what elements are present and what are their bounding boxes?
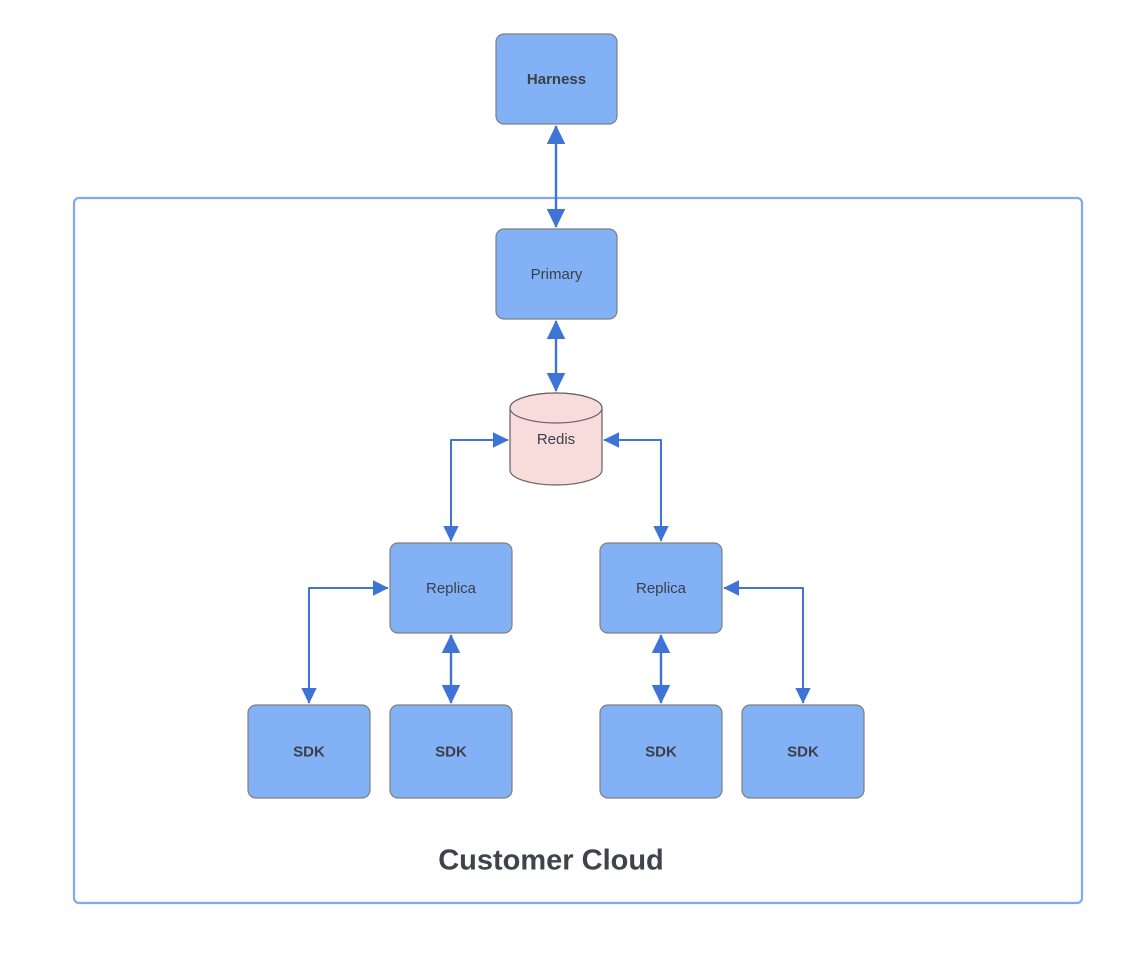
- sdk-3-label: SDK: [645, 743, 677, 760]
- node-sdk-1[interactable]: SDK: [247, 704, 371, 799]
- harness-label: Harness: [527, 71, 586, 88]
- replica-right-box: [599, 542, 723, 634]
- node-harness[interactable]: Harness: [495, 33, 618, 125]
- node-sdk-2[interactable]: SDK: [389, 704, 513, 799]
- sdk-3-box: [599, 704, 723, 799]
- customer-cloud-label: Customer Cloud: [438, 845, 664, 877]
- edge-replica-right-sdk-4: [723, 580, 811, 704]
- customer-cloud-group[interactable]: Customer Cloud: [72, 196, 1084, 905]
- node-replica-left[interactable]: Replica: [389, 542, 513, 634]
- harness-box: [495, 33, 618, 125]
- edge-redis-replica-right: [603, 432, 669, 542]
- node-sdk-4[interactable]: SDK: [741, 704, 865, 799]
- replica-left-box: [389, 542, 513, 634]
- node-redis[interactable]: Redis: [509, 392, 603, 486]
- primary-label: Primary: [531, 266, 583, 283]
- node-sdk-3[interactable]: SDK: [599, 704, 723, 799]
- customer-cloud-boundary: [72, 196, 1084, 905]
- redis-label: Redis: [537, 431, 575, 448]
- replica-right-label: Replica: [636, 580, 687, 597]
- sdk-1-box: [247, 704, 371, 799]
- edges-layer: [301, 125, 811, 704]
- node-replica-right[interactable]: Replica: [599, 542, 723, 634]
- sdk-1-label: SDK: [293, 743, 325, 760]
- sdk-4-box: [741, 704, 865, 799]
- primary-box: [495, 228, 618, 320]
- replica-left-label: Replica: [426, 580, 477, 597]
- edge-redis-replica-left: [443, 432, 509, 542]
- node-primary[interactable]: Primary: [495, 228, 618, 320]
- sdk-2-label: SDK: [435, 743, 467, 760]
- sdk-2-box: [389, 704, 513, 799]
- edge-replica-left-sdk-1: [301, 580, 389, 704]
- redis-cylinder-top: [509, 392, 603, 424]
- sdk-4-label: SDK: [787, 743, 819, 760]
